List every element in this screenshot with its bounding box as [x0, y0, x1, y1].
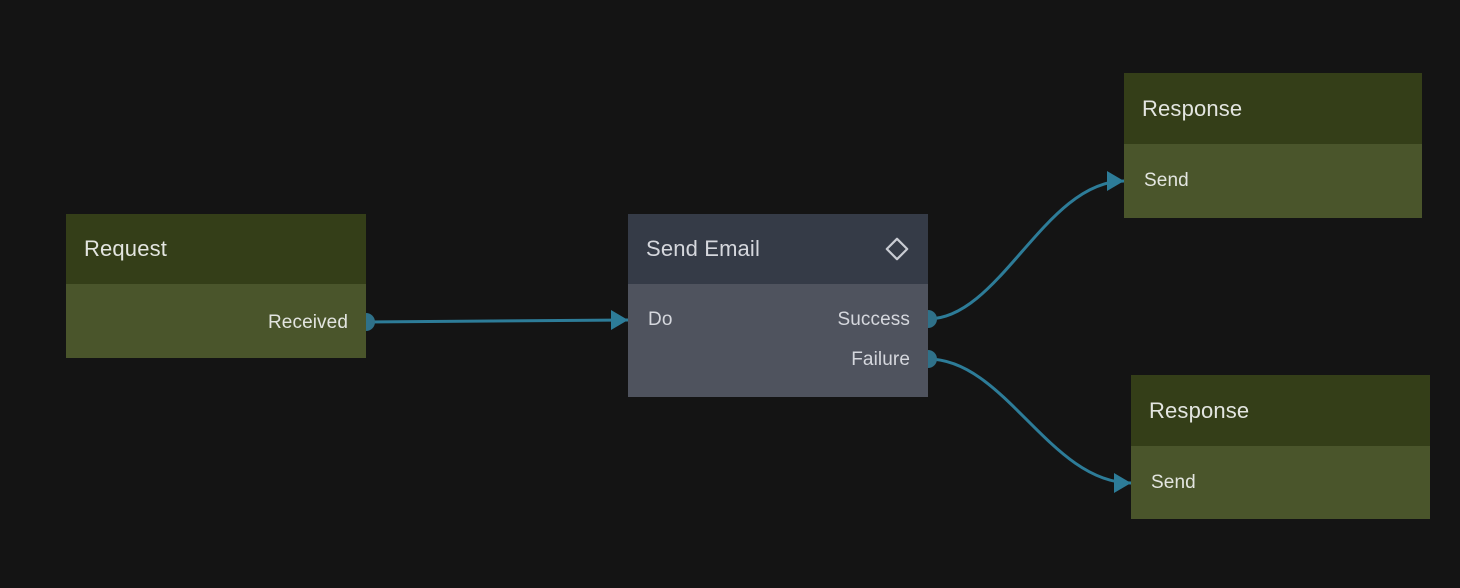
input-port-arrow[interactable]	[1114, 473, 1131, 493]
output-port-label: Failure	[851, 348, 910, 370]
input-port-label: Send	[1144, 169, 1189, 191]
node-body-request: Received	[66, 284, 366, 358]
output-port-label: Received	[267, 311, 348, 333]
node-title: Response	[1142, 95, 1243, 121]
output-port-row[interactable]: Failure	[628, 346, 928, 372]
output-port-row[interactable]: Received	[66, 309, 366, 335]
input-port-arrow[interactable]	[1107, 171, 1124, 191]
node-title: Send Email	[646, 236, 761, 261]
node-title: Request	[84, 236, 167, 261]
node-header-response-success[interactable]: Response	[1124, 73, 1422, 144]
input-port-label: Send	[1151, 471, 1196, 493]
input-port-row[interactable]: Send	[1124, 167, 1422, 193]
diamond-icon[interactable]	[884, 236, 910, 262]
input-port-label: Do	[648, 308, 673, 330]
node-header-response-failure[interactable]: Response	[1131, 375, 1430, 446]
input-port-row[interactable]: Send	[1131, 469, 1430, 495]
node-header-send-email[interactable]: Send Email	[628, 214, 928, 284]
node-title: Response	[1149, 397, 1250, 423]
node-header-request[interactable]: Request	[66, 214, 366, 284]
edge-request-to-send-email[interactable]	[364, 318, 630, 324]
edge-success-to-response[interactable]	[926, 179, 1126, 321]
node-body-response-success: Send	[1124, 144, 1422, 218]
input-port-row[interactable]: Do	[628, 306, 928, 332]
output-port-row[interactable]: Success	[628, 306, 928, 332]
output-port-label: Success	[837, 308, 910, 330]
input-port-arrow[interactable]	[611, 310, 628, 330]
edge-failure-to-response[interactable]	[926, 357, 1133, 485]
node-body-response-failure: Send	[1131, 446, 1430, 519]
